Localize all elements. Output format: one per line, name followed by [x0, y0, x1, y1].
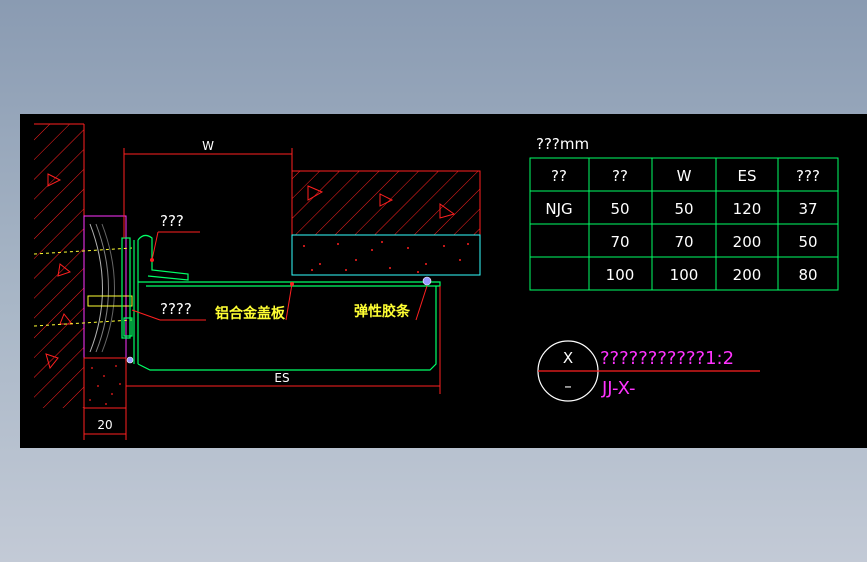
table-header-cell: ES	[738, 167, 757, 185]
label-rubber-strip: 弹性胶条	[354, 303, 411, 320]
table-cell: 100	[670, 266, 699, 284]
label-cover-plate: 铝合金盖板	[215, 305, 286, 322]
left-wall	[34, 123, 85, 408]
cad-drawing: W ES 20 ??? ???? 铝合金盖板 弹性胶条 ???mm	[33, 123, 839, 440]
title-block: X – ???????????1:2 JJ-X-	[537, 340, 760, 402]
label-unknown-1: ???	[160, 212, 184, 230]
table-cell: 50	[610, 200, 629, 218]
table-cell: 200	[733, 266, 762, 284]
anchor-bolts	[33, 247, 133, 327]
table-cell: 50	[798, 233, 817, 251]
rubber-strip-seal	[422, 276, 432, 286]
label-unknown-2: ????	[160, 300, 192, 318]
table-cell: 70	[674, 233, 693, 251]
title-symbol-top: X	[563, 349, 573, 367]
leader-rubber-strip: 弹性胶条	[354, 285, 428, 321]
table-cell: 37	[798, 200, 817, 218]
dim-20-label: 20	[97, 418, 112, 432]
table-unit-label: ???mm	[536, 135, 589, 153]
table-cell: 70	[610, 233, 629, 251]
title-code: JJ-X-	[601, 378, 636, 399]
cad-viewport[interactable]: W ES 20 ??? ???? 铝合金盖板 弹性胶条 ???mm	[20, 114, 867, 448]
table-header-cell: ??	[551, 167, 567, 185]
table-cell: 50	[674, 200, 693, 218]
dim-w-label: W	[202, 139, 214, 153]
title-symbol-bottom: –	[564, 377, 572, 395]
dimension-w: W	[123, 139, 293, 238]
profile-bolt	[126, 356, 134, 364]
leader-unknown-2: ????	[131, 300, 206, 321]
dim-es-label: ES	[274, 371, 289, 385]
leader-unknown-1: ???	[150, 212, 200, 262]
table-header-cell: ??	[612, 167, 628, 185]
table-cell: NJG	[545, 200, 572, 218]
wall-insert	[83, 215, 127, 409]
table-cell: 120	[733, 200, 762, 218]
table-header-cell: ???	[796, 167, 820, 185]
title-text: ???????????1:2	[600, 348, 734, 369]
table-cell: 200	[733, 233, 762, 251]
dimension-es: ES	[126, 286, 441, 394]
expansion-joint-profile	[121, 234, 441, 371]
right-slab	[291, 170, 481, 286]
spec-table: ???mm ???? W ES??? NJG 50 50 120 37 70 70 200 50 100…	[529, 135, 839, 291]
dimension-20: 20	[83, 408, 127, 440]
table-cell: 80	[798, 266, 817, 284]
table-header-cell: W	[677, 167, 692, 185]
leader-cover-plate: 铝合金盖板	[215, 282, 294, 322]
table-cell: 100	[606, 266, 635, 284]
